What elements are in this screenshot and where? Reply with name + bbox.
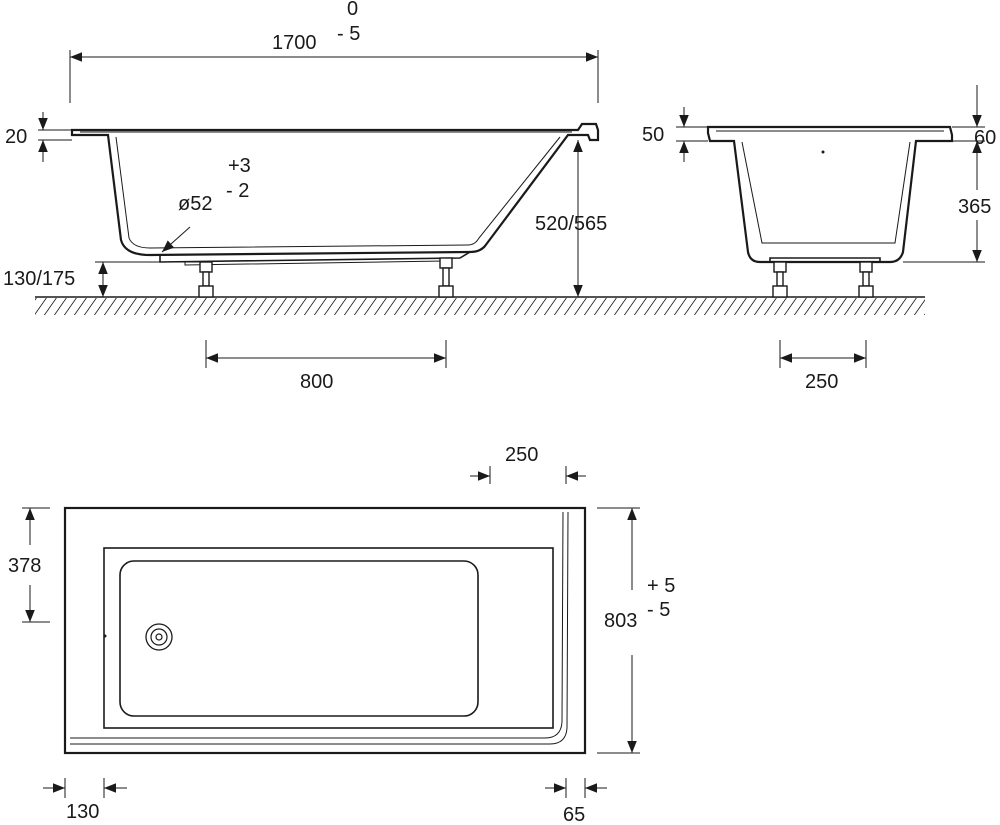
plan-left-margin-label: 130 bbox=[66, 801, 99, 823]
plan-width-tol-upper: + 5 bbox=[647, 575, 675, 597]
side-tub-inner-line bbox=[115, 136, 561, 249]
end-foot-right bbox=[858, 261, 874, 298]
end-tub-outline bbox=[706, 125, 954, 264]
plan-drain-label: 378 bbox=[8, 555, 41, 577]
floor-hatch bbox=[35, 298, 925, 315]
feet-spacing-label: 800 bbox=[300, 371, 333, 393]
end-depth-label: 365 bbox=[958, 196, 991, 218]
end-foot-left bbox=[772, 261, 788, 298]
outlet-label: ø52 bbox=[178, 193, 212, 215]
plan-rim-curve-inner bbox=[70, 511, 564, 739]
end-feet-spacing-label: 250 bbox=[805, 371, 838, 393]
side-view: 1700 0 - 5 20 ø52 +3 - 2 520/565 130/175… bbox=[3, 0, 925, 393]
plan-basin-floor bbox=[119, 560, 479, 717]
side-foot-right bbox=[438, 257, 454, 298]
plan-center-mark bbox=[103, 634, 107, 638]
end-frame bbox=[769, 257, 881, 262]
side-frame-rail bbox=[184, 260, 446, 266]
side-tub-outline bbox=[70, 122, 600, 257]
outlet-tol-lower: - 2 bbox=[226, 180, 249, 202]
drain-icon bbox=[145, 623, 173, 651]
plan-width-label: 803 bbox=[604, 610, 637, 632]
outlet-tol-upper: +3 bbox=[228, 155, 251, 177]
side-foot-left bbox=[198, 261, 214, 298]
plan-width-tol-lower: - 5 bbox=[647, 599, 670, 621]
end-rim-label: 50 bbox=[642, 124, 664, 146]
length-tol-lower: - 5 bbox=[337, 23, 360, 45]
plan-right-margin-label: 65 bbox=[563, 804, 585, 825]
rim-label: 20 bbox=[5, 126, 27, 148]
end-center-mark bbox=[821, 150, 825, 154]
length-label: 1700 bbox=[272, 32, 317, 54]
side-frame bbox=[159, 251, 471, 263]
end-view: 50 60 365 250 bbox=[642, 85, 996, 393]
plan-basin-outer bbox=[103, 547, 554, 729]
length-tol-upper: 0 bbox=[347, 0, 358, 20]
plan-top-offset-label: 250 bbox=[505, 444, 538, 466]
plan-rim-curve bbox=[70, 511, 569, 745]
plan-outer-rim bbox=[63, 506, 587, 755]
end-tub-inner-line bbox=[741, 141, 911, 244]
plan-view: 250 378 803 + 5 - 5 130 65 bbox=[8, 444, 675, 825]
height-label: 520/565 bbox=[535, 213, 607, 235]
outlet-leader bbox=[161, 226, 191, 253]
feet-height-label: 130/175 bbox=[3, 268, 75, 290]
